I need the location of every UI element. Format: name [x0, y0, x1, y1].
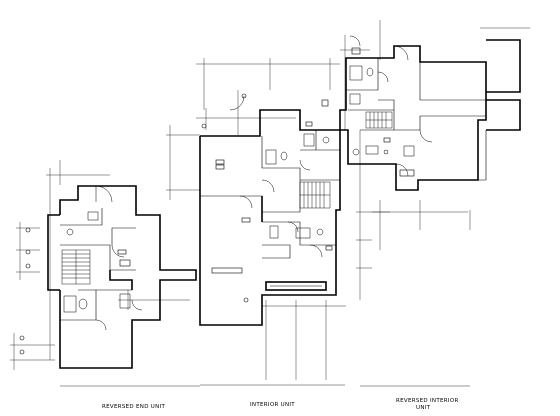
right-unit: REVERSED INTERIOR UNIT	[339, 20, 530, 411]
left-unit: REVERSED END UNIT	[10, 160, 200, 410]
unit-title-right-line2: UNIT	[416, 405, 431, 411]
room-tag-markers	[117, 121, 391, 255]
middle-unit: INTERIOR UNIT	[166, 58, 390, 408]
unit-title-left: REVERSED END UNIT	[102, 404, 165, 410]
unit-title-right: REVERSED INTERIOR	[396, 398, 459, 404]
unit-title-middle: INTERIOR UNIT	[250, 402, 295, 408]
